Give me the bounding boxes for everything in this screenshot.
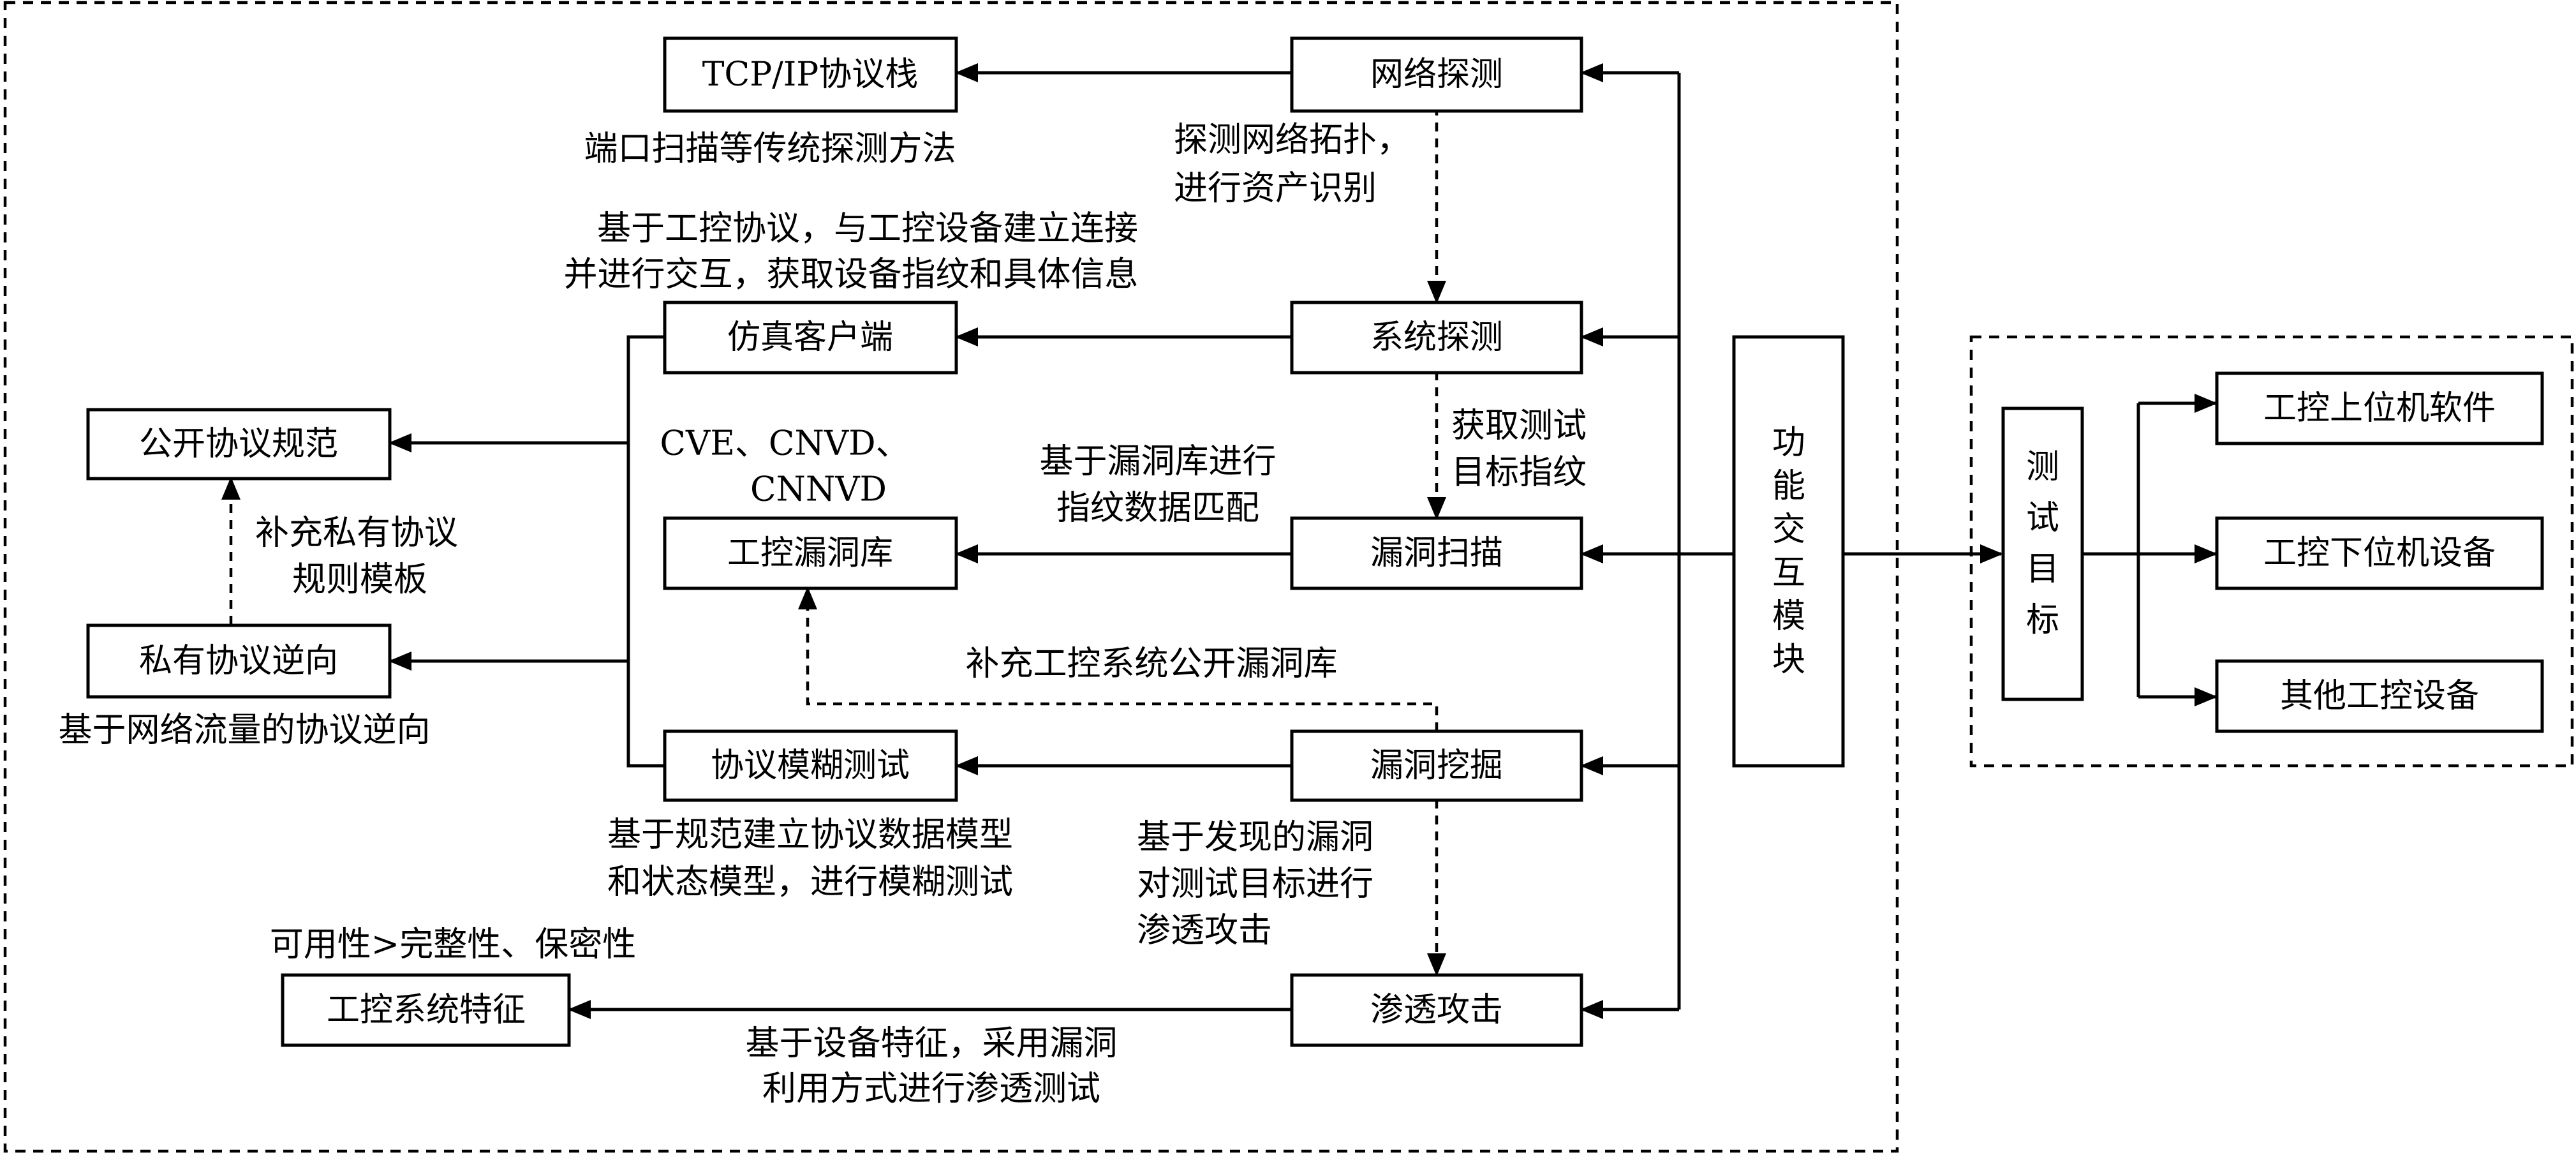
node-ics-features: 工控系统特征 xyxy=(281,973,571,1047)
ann-found-vuln-3: 渗透攻击 xyxy=(1137,911,1272,950)
node-vuln-mining-label: 漏洞挖掘 xyxy=(1370,747,1503,785)
node-penetration-label: 渗透攻击 xyxy=(1370,991,1503,1029)
ann-traffic-reverse: 基于网络流量的协议逆向 xyxy=(59,711,431,750)
node-lower-device-label: 工控下位机设备 xyxy=(2263,534,2496,572)
ann-found-vuln-2: 对测试目标进行 xyxy=(1137,865,1373,904)
node-fuzz: 协议模糊测试 xyxy=(663,729,958,802)
ann-get-fingerprint-1: 获取测试 xyxy=(1451,406,1587,445)
node-other-device-label: 其他工控设备 xyxy=(2280,677,2479,715)
ann-supplement-public-db: 补充工控系统公开漏洞库 xyxy=(966,645,1338,683)
ann-ics-interact-1: 基于工控协议，与工控设备建立连接 xyxy=(597,209,1138,248)
node-test-target: 测 试 目 标 xyxy=(2001,406,2084,701)
ann-get-fingerprint-2: 目标指纹 xyxy=(1451,453,1587,492)
node-lower-device: 工控下位机设备 xyxy=(2215,516,2544,590)
node-net-probe: 网络探测 xyxy=(1290,36,1583,113)
ann-device-pentest-2: 利用方式进行渗透测试 xyxy=(762,1069,1100,1108)
func-module-char-2: 能 xyxy=(1772,467,1805,505)
ann-vuln-db-match-1: 基于漏洞库进行 xyxy=(1040,442,1277,481)
node-vuln-mining: 漏洞挖掘 xyxy=(1290,729,1583,802)
node-ics-vuln-db: 工控漏洞库 xyxy=(663,516,958,590)
ann-probe-topology-2: 进行资产识别 xyxy=(1174,169,1377,208)
func-module-char-4: 互 xyxy=(1772,554,1805,592)
ann-probe-topology-1: 探测网络拓扑， xyxy=(1174,121,1410,160)
node-sys-probe: 系统探测 xyxy=(1290,301,1583,375)
target-group-frame xyxy=(1969,335,2574,768)
module-bus xyxy=(1677,73,1734,1010)
node-func-module: 功 能 交 互 模 块 xyxy=(1732,335,1845,768)
node-emu-client: 仿真客户端 xyxy=(663,301,958,375)
ann-ics-interact-2: 并进行交互，获取设备指纹和具体信息 xyxy=(564,255,1139,294)
ann-vuln-db-match-2: 指纹数据匹配 xyxy=(1056,489,1259,528)
ann-vuln-sources-2: CNNVD xyxy=(750,470,887,509)
node-tcpip-label: TCP/IP协议栈 xyxy=(702,56,919,94)
node-upper-software: 工控上位机软件 xyxy=(2215,371,2544,445)
test-target-char-1: 测 xyxy=(2026,448,2059,486)
node-private-reverse: 私有协议逆向 xyxy=(86,623,392,699)
ann-device-pentest-1: 基于设备特征，采用漏洞 xyxy=(746,1024,1118,1063)
node-tcpip: TCP/IP协议栈 xyxy=(663,36,958,113)
target-branch xyxy=(2082,403,2140,697)
ann-priority: 可用性>完整性、保密性 xyxy=(270,925,636,964)
node-public-spec: 公开协议规范 xyxy=(86,408,392,481)
ann-fuzz-model-2: 和状态模型，进行模糊测试 xyxy=(607,863,1013,902)
ann-vuln-sources-1: CVE、CNVD、 xyxy=(660,424,909,463)
left-bracket xyxy=(626,335,665,768)
node-net-probe-label: 网络探测 xyxy=(1370,56,1503,94)
node-fuzz-label: 协议模糊测试 xyxy=(711,747,910,785)
test-target-char-2: 试 xyxy=(2026,499,2059,537)
node-other-device: 其他工控设备 xyxy=(2215,659,2544,733)
ann-fuzz-model-1: 基于规范建立协议数据模型 xyxy=(607,816,1013,854)
ann-supplement-private-1: 补充私有协议 xyxy=(255,514,458,553)
ann-found-vuln-1: 基于发现的漏洞 xyxy=(1137,818,1373,857)
main-system-frame xyxy=(3,1,1899,1153)
test-target-char-4: 标 xyxy=(2026,601,2059,639)
test-target-char-3: 目 xyxy=(2026,550,2059,588)
node-vuln-scan: 漏洞扫描 xyxy=(1290,516,1583,590)
func-module-char-6: 块 xyxy=(1772,641,1805,679)
dashed-mining-to-db xyxy=(798,586,1439,731)
node-private-reverse-label: 私有协议逆向 xyxy=(139,642,338,680)
func-module-char-5: 模 xyxy=(1772,597,1805,636)
node-sys-probe-label: 系统探测 xyxy=(1370,318,1503,357)
node-vuln-scan-label: 漏洞扫描 xyxy=(1370,534,1503,572)
ann-supplement-private-2: 规则模板 xyxy=(292,560,427,599)
func-module-char-3: 交 xyxy=(1772,510,1805,549)
node-penetration: 渗透攻击 xyxy=(1290,973,1583,1047)
func-module-char-1: 功 xyxy=(1772,424,1805,462)
node-emu-client-label: 仿真客户端 xyxy=(727,318,893,357)
node-upper-software-label: 工控上位机软件 xyxy=(2263,389,2496,428)
node-ics-vuln-db-label: 工控漏洞库 xyxy=(727,534,893,572)
node-public-spec-label: 公开协议规范 xyxy=(139,425,338,463)
ann-port-scan: 端口扫描等传统探测方法 xyxy=(584,130,956,168)
node-ics-features-label: 工控系统特征 xyxy=(327,991,526,1029)
